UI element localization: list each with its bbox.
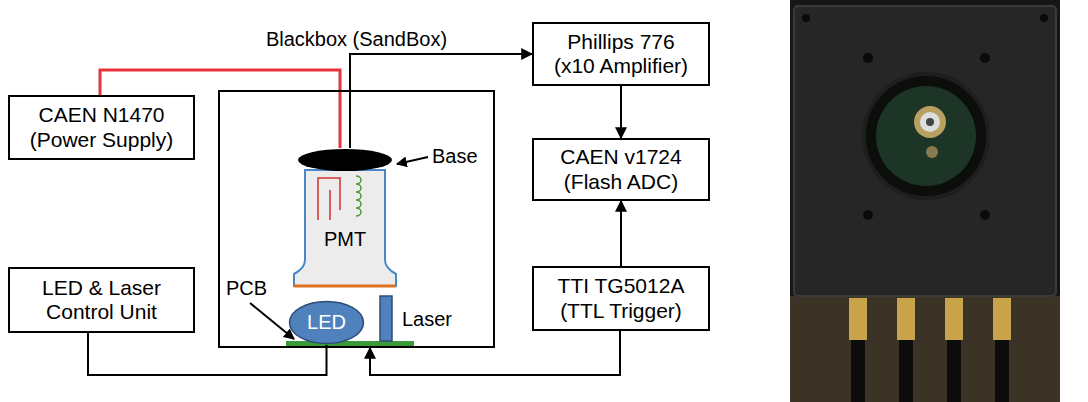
- node-label: LED & Laser Control Unit: [26, 276, 178, 324]
- mount-plate: [794, 6, 1056, 296]
- photo-table: [790, 296, 1060, 402]
- node-label: LED: [288, 300, 365, 345]
- signal-wire: [88, 333, 327, 375]
- part-label: Laser: [402, 308, 452, 331]
- cable-connector: [897, 298, 915, 340]
- signal-wire: [370, 331, 620, 375]
- cable: [899, 340, 913, 402]
- signal-wire: [350, 54, 532, 148]
- photo: [790, 0, 1060, 402]
- connector: [926, 146, 938, 158]
- screw-hole: [980, 53, 990, 63]
- screw-hole: [980, 210, 990, 220]
- cable: [947, 340, 961, 402]
- node-label: CAEN N1470 (Power Supply): [26, 103, 178, 151]
- signal-wire: [620, 86, 622, 138]
- laser-symbol: [380, 296, 392, 341]
- blackbox-frame: Blackbox (SandBox)PMTLED: [218, 90, 495, 348]
- device-box: TTI TG5012A (TTL Trigger): [532, 266, 710, 331]
- cable: [851, 340, 865, 402]
- pmt-port: [864, 74, 988, 198]
- screw-hole: [802, 14, 810, 22]
- node-label: TTI TG5012A (TTL Trigger): [545, 274, 697, 322]
- device-box: CAEN N1470 (Power Supply): [8, 95, 195, 160]
- connector: [920, 112, 940, 132]
- cable-connector: [849, 298, 867, 340]
- connector: [926, 118, 934, 126]
- device-box: CAEN v1724 (Flash ADC): [532, 138, 710, 201]
- cable: [995, 340, 1009, 402]
- pmt-tube: PMT: [290, 148, 400, 290]
- photo-background: [790, 0, 1060, 402]
- node-label: PMT: [290, 228, 400, 251]
- node-label: Phillips 776 (x10 Amplifier): [545, 30, 697, 78]
- screw-hole: [863, 53, 873, 63]
- screw-hole: [863, 210, 873, 220]
- leader-line: [250, 303, 294, 339]
- led-ellipse: LED: [288, 300, 365, 345]
- cable-connector: [945, 298, 963, 340]
- pmt-base-board: [876, 86, 976, 186]
- cable-connector: [993, 298, 1011, 340]
- connector: [914, 106, 946, 138]
- device-box: LED & Laser Control Unit: [8, 267, 195, 333]
- device-box: Phillips 776 (x10 Amplifier): [532, 22, 710, 86]
- leader-line: [397, 157, 428, 164]
- pmt-outline: [290, 148, 400, 290]
- screw-hole: [1040, 14, 1048, 22]
- node-label: Blackbox (SandBox): [220, 28, 493, 51]
- signal-wire: [620, 201, 622, 266]
- part-label: Base: [432, 145, 478, 168]
- node-label: CAEN v1724 (Flash ADC): [545, 145, 697, 193]
- part-label: PCB: [226, 277, 267, 300]
